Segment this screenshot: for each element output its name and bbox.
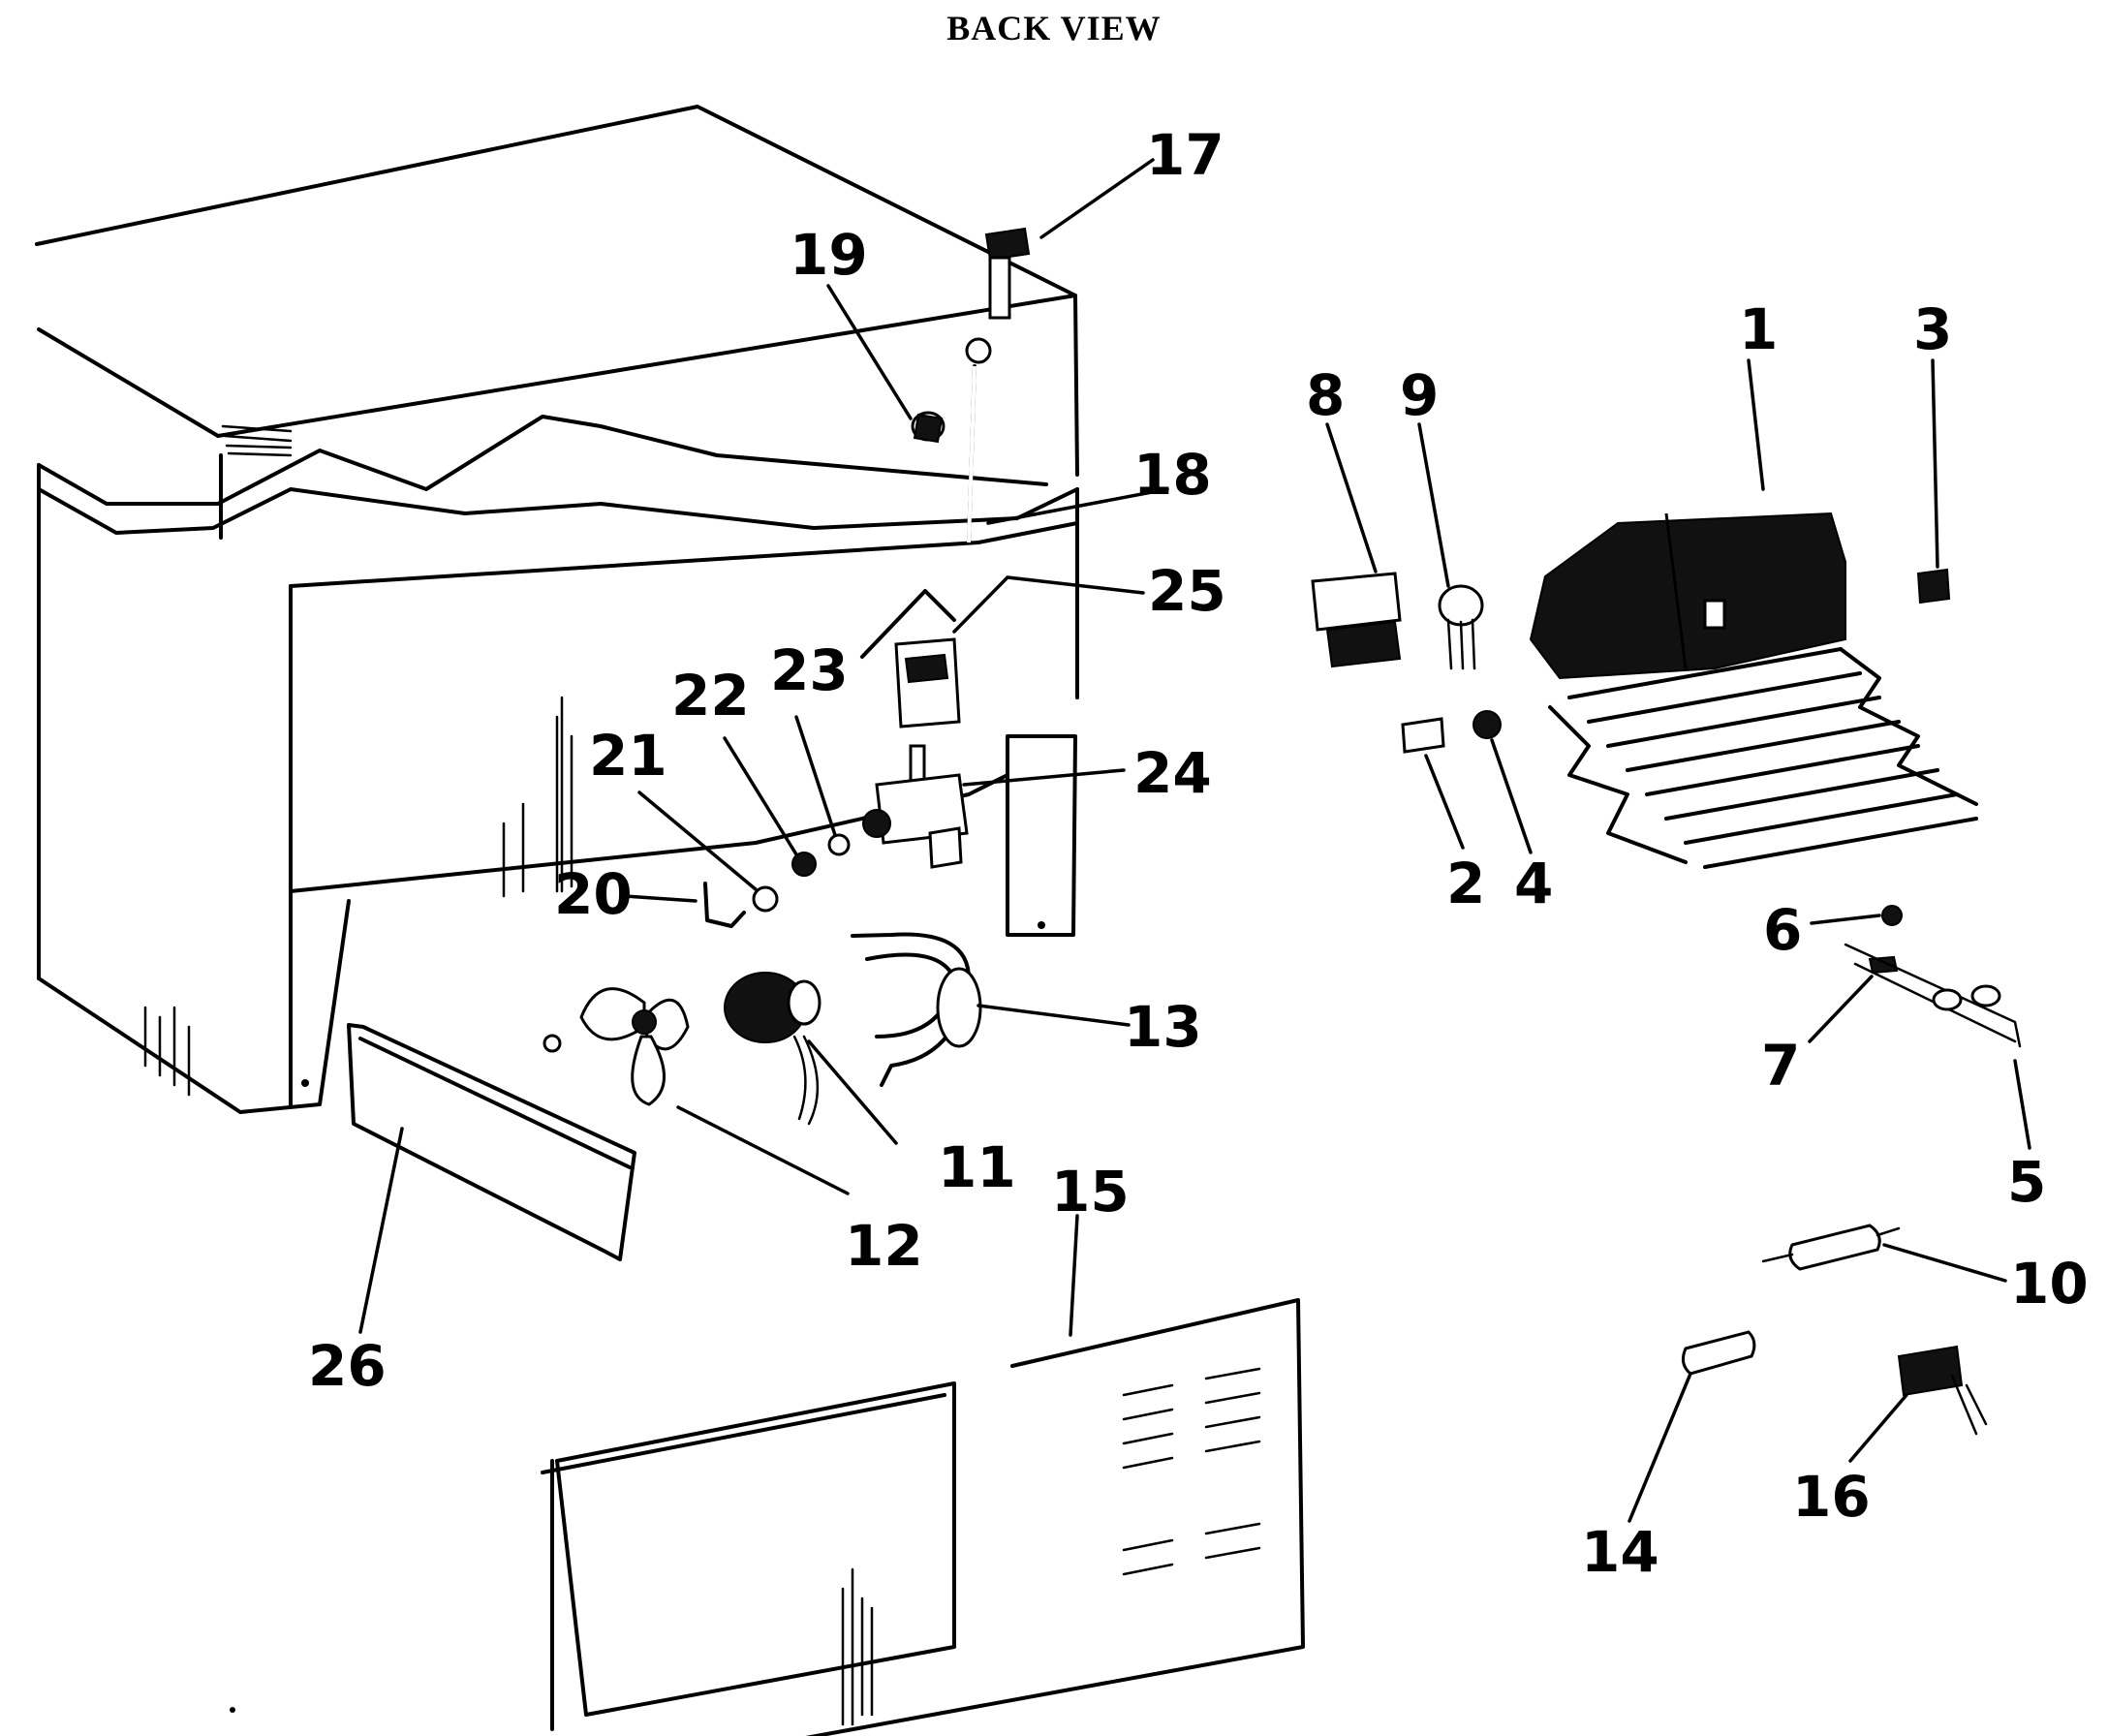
callout-24: 24 — [1133, 740, 1212, 806]
part-12-fan-blade — [542, 987, 690, 1106]
callout-26: 26 — [308, 1333, 387, 1399]
callout-22: 22 — [671, 663, 750, 728]
callout-16: 16 — [1792, 1464, 1871, 1530]
callout-12: 12 — [845, 1213, 923, 1279]
callout-18: 18 — [1133, 442, 1212, 508]
part-6-screw — [1881, 905, 1903, 926]
condenser-coil — [1548, 647, 1978, 869]
callout-21: 21 — [589, 723, 667, 789]
part-2-terminal — [1401, 717, 1445, 754]
part-24-valve — [862, 744, 969, 869]
cabinet-drawing — [35, 105, 1079, 1114]
parts-20-23-fittings — [703, 833, 851, 928]
callout-7: 7 — [1761, 1033, 1800, 1099]
callout-13: 13 — [1124, 994, 1202, 1060]
part-1-compressor — [1529, 512, 1846, 680]
part-16-relay-bracket — [1897, 1345, 1988, 1436]
part-18-tube — [965, 337, 992, 544]
leader-lines — [358, 158, 2031, 1523]
part-11-motor — [724, 972, 822, 1126]
callout-5: 5 — [2007, 1149, 2046, 1215]
callout-14: 14 — [1581, 1519, 1659, 1585]
callout-4: 4 — [1514, 851, 1553, 916]
part-5-tube — [1844, 943, 2022, 1048]
callout-3: 3 — [1913, 296, 1952, 362]
part-3-relay — [1916, 568, 1951, 604]
callout-20: 20 — [554, 861, 633, 927]
callout-11: 11 — [938, 1134, 1016, 1200]
part-13-bracket — [851, 932, 982, 1087]
part-14-capacitor — [1681, 1330, 1756, 1376]
callout-2: 2 — [1446, 851, 1485, 916]
callout-9: 9 — [1400, 362, 1439, 428]
part-8-overload — [1311, 572, 1402, 668]
part-10-drier — [1761, 1224, 1901, 1271]
callout-23: 23 — [770, 637, 849, 703]
diagram-title: BACK VIEW — [946, 9, 1162, 47]
part-15-access-panel — [541, 1298, 1305, 1736]
part-4-grommet — [1472, 710, 1502, 739]
callout-10: 10 — [2010, 1251, 2089, 1317]
part-17-fitting — [984, 227, 1031, 320]
part-7-clamp — [1868, 955, 1899, 975]
part-25-solenoid — [860, 589, 961, 728]
stray-dot — [230, 1707, 235, 1713]
callout-19: 19 — [790, 222, 868, 288]
part-26-deflector — [347, 1023, 636, 1261]
callout-8: 8 — [1306, 362, 1345, 428]
callout-15: 15 — [1051, 1159, 1130, 1224]
callout-25: 25 — [1148, 558, 1226, 624]
part-9-protector — [1438, 584, 1484, 670]
part-19-clip — [911, 411, 946, 444]
callout-labels: 17 19 18 25 23 22 21 24 20 13 11 12 15 2… — [308, 122, 2089, 1585]
callout-1: 1 — [1739, 296, 1778, 362]
callout-17: 17 — [1146, 122, 1224, 188]
callout-6: 6 — [1763, 897, 1802, 963]
